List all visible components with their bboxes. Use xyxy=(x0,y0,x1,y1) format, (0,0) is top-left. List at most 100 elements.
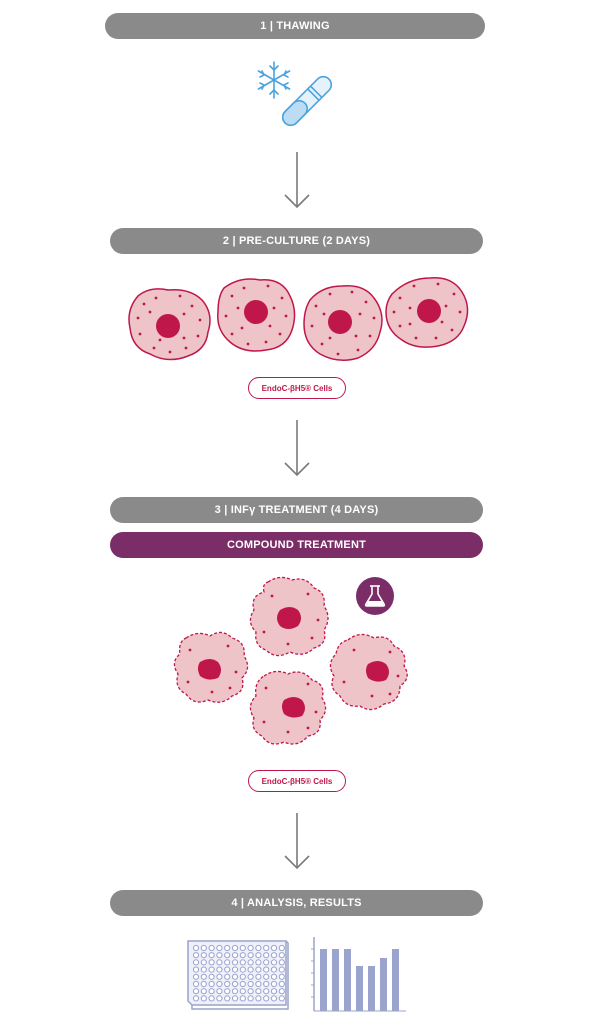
well xyxy=(263,980,270,988)
well xyxy=(278,952,285,959)
cell-type-label: EndoC-βH5® Cells xyxy=(248,377,346,399)
well xyxy=(231,980,239,988)
well xyxy=(224,959,231,966)
well xyxy=(208,980,215,988)
well xyxy=(255,952,262,959)
well xyxy=(263,988,270,995)
healthy-cells xyxy=(128,277,469,361)
well xyxy=(247,952,254,959)
well xyxy=(216,944,223,952)
step-4-header: 4 | ANALYSIS, RESULTS xyxy=(110,890,483,916)
well xyxy=(255,988,262,995)
step-2-header: 2 | PRE-CULTURE (2 DAYS) xyxy=(110,228,483,254)
well xyxy=(239,988,246,995)
well xyxy=(208,995,215,1002)
well xyxy=(224,952,231,959)
bar-chart-icon xyxy=(311,937,406,1012)
well xyxy=(247,973,254,980)
compound-treatment-banner: COMPOUND TREATMENT xyxy=(110,532,483,558)
well xyxy=(263,973,270,980)
well xyxy=(208,988,215,995)
well xyxy=(263,995,270,1002)
arrow-down-icon xyxy=(284,152,310,209)
well xyxy=(216,952,223,959)
cell xyxy=(217,278,296,352)
well xyxy=(192,952,200,959)
well xyxy=(192,988,200,995)
well xyxy=(200,966,207,973)
well xyxy=(270,952,278,959)
well xyxy=(278,966,285,973)
well xyxy=(192,980,200,988)
well xyxy=(263,959,270,966)
cell xyxy=(385,277,469,348)
well xyxy=(192,995,200,1002)
well xyxy=(278,959,285,966)
well xyxy=(208,959,215,966)
step-2-label: 2 | PRE-CULTURE (2 DAYS) xyxy=(222,235,371,247)
well xyxy=(255,959,262,966)
well xyxy=(239,959,246,966)
well xyxy=(239,980,246,988)
well xyxy=(247,959,254,966)
arrow-down-icon xyxy=(284,813,310,870)
well xyxy=(278,995,285,1002)
well xyxy=(208,966,215,973)
well xyxy=(278,988,285,995)
well xyxy=(270,959,278,966)
step-3-label: 3 | INFγ TREATMENT (4 DAYS) xyxy=(214,504,379,516)
well xyxy=(247,988,254,995)
well xyxy=(231,988,239,995)
well xyxy=(278,980,285,988)
well xyxy=(192,944,200,952)
well xyxy=(200,995,207,1002)
well xyxy=(263,952,270,959)
cell xyxy=(303,285,383,361)
well xyxy=(270,973,278,980)
cell xyxy=(128,288,211,361)
treated-cells xyxy=(173,576,408,745)
step-1-header: 1 | THAWING xyxy=(105,13,485,39)
snowflake-icon xyxy=(257,61,291,99)
well xyxy=(192,966,200,973)
well xyxy=(208,944,215,952)
well xyxy=(239,952,246,959)
well xyxy=(278,973,285,980)
well xyxy=(239,966,246,973)
well xyxy=(247,980,254,988)
well xyxy=(255,973,262,980)
well xyxy=(224,944,231,952)
well xyxy=(231,959,239,966)
well xyxy=(192,959,200,966)
compound-treatment-label: COMPOUND TREATMENT xyxy=(226,539,367,551)
cell-type-label: EndoC-βH5® Cells xyxy=(248,770,346,792)
well xyxy=(200,988,207,995)
well xyxy=(270,988,278,995)
well xyxy=(255,980,262,988)
flask-icon xyxy=(356,577,394,615)
well xyxy=(231,995,239,1002)
well xyxy=(200,952,207,959)
well xyxy=(216,980,223,988)
well xyxy=(239,973,246,980)
well xyxy=(200,959,207,966)
well xyxy=(270,944,278,952)
well xyxy=(200,944,207,952)
well xyxy=(231,944,239,952)
well xyxy=(255,944,262,952)
well xyxy=(247,944,254,952)
well xyxy=(208,952,215,959)
well xyxy=(239,995,246,1002)
well xyxy=(216,973,223,980)
well xyxy=(278,944,285,952)
well xyxy=(255,966,262,973)
well xyxy=(216,966,223,973)
well xyxy=(216,995,223,1002)
step-4-label: 4 | ANALYSIS, RESULTS xyxy=(231,897,362,909)
step-3-header: 3 | INFγ TREATMENT (4 DAYS) xyxy=(110,497,483,523)
well xyxy=(263,966,270,973)
well xyxy=(231,973,239,980)
well xyxy=(224,966,231,973)
well xyxy=(208,973,215,980)
well xyxy=(216,988,223,995)
